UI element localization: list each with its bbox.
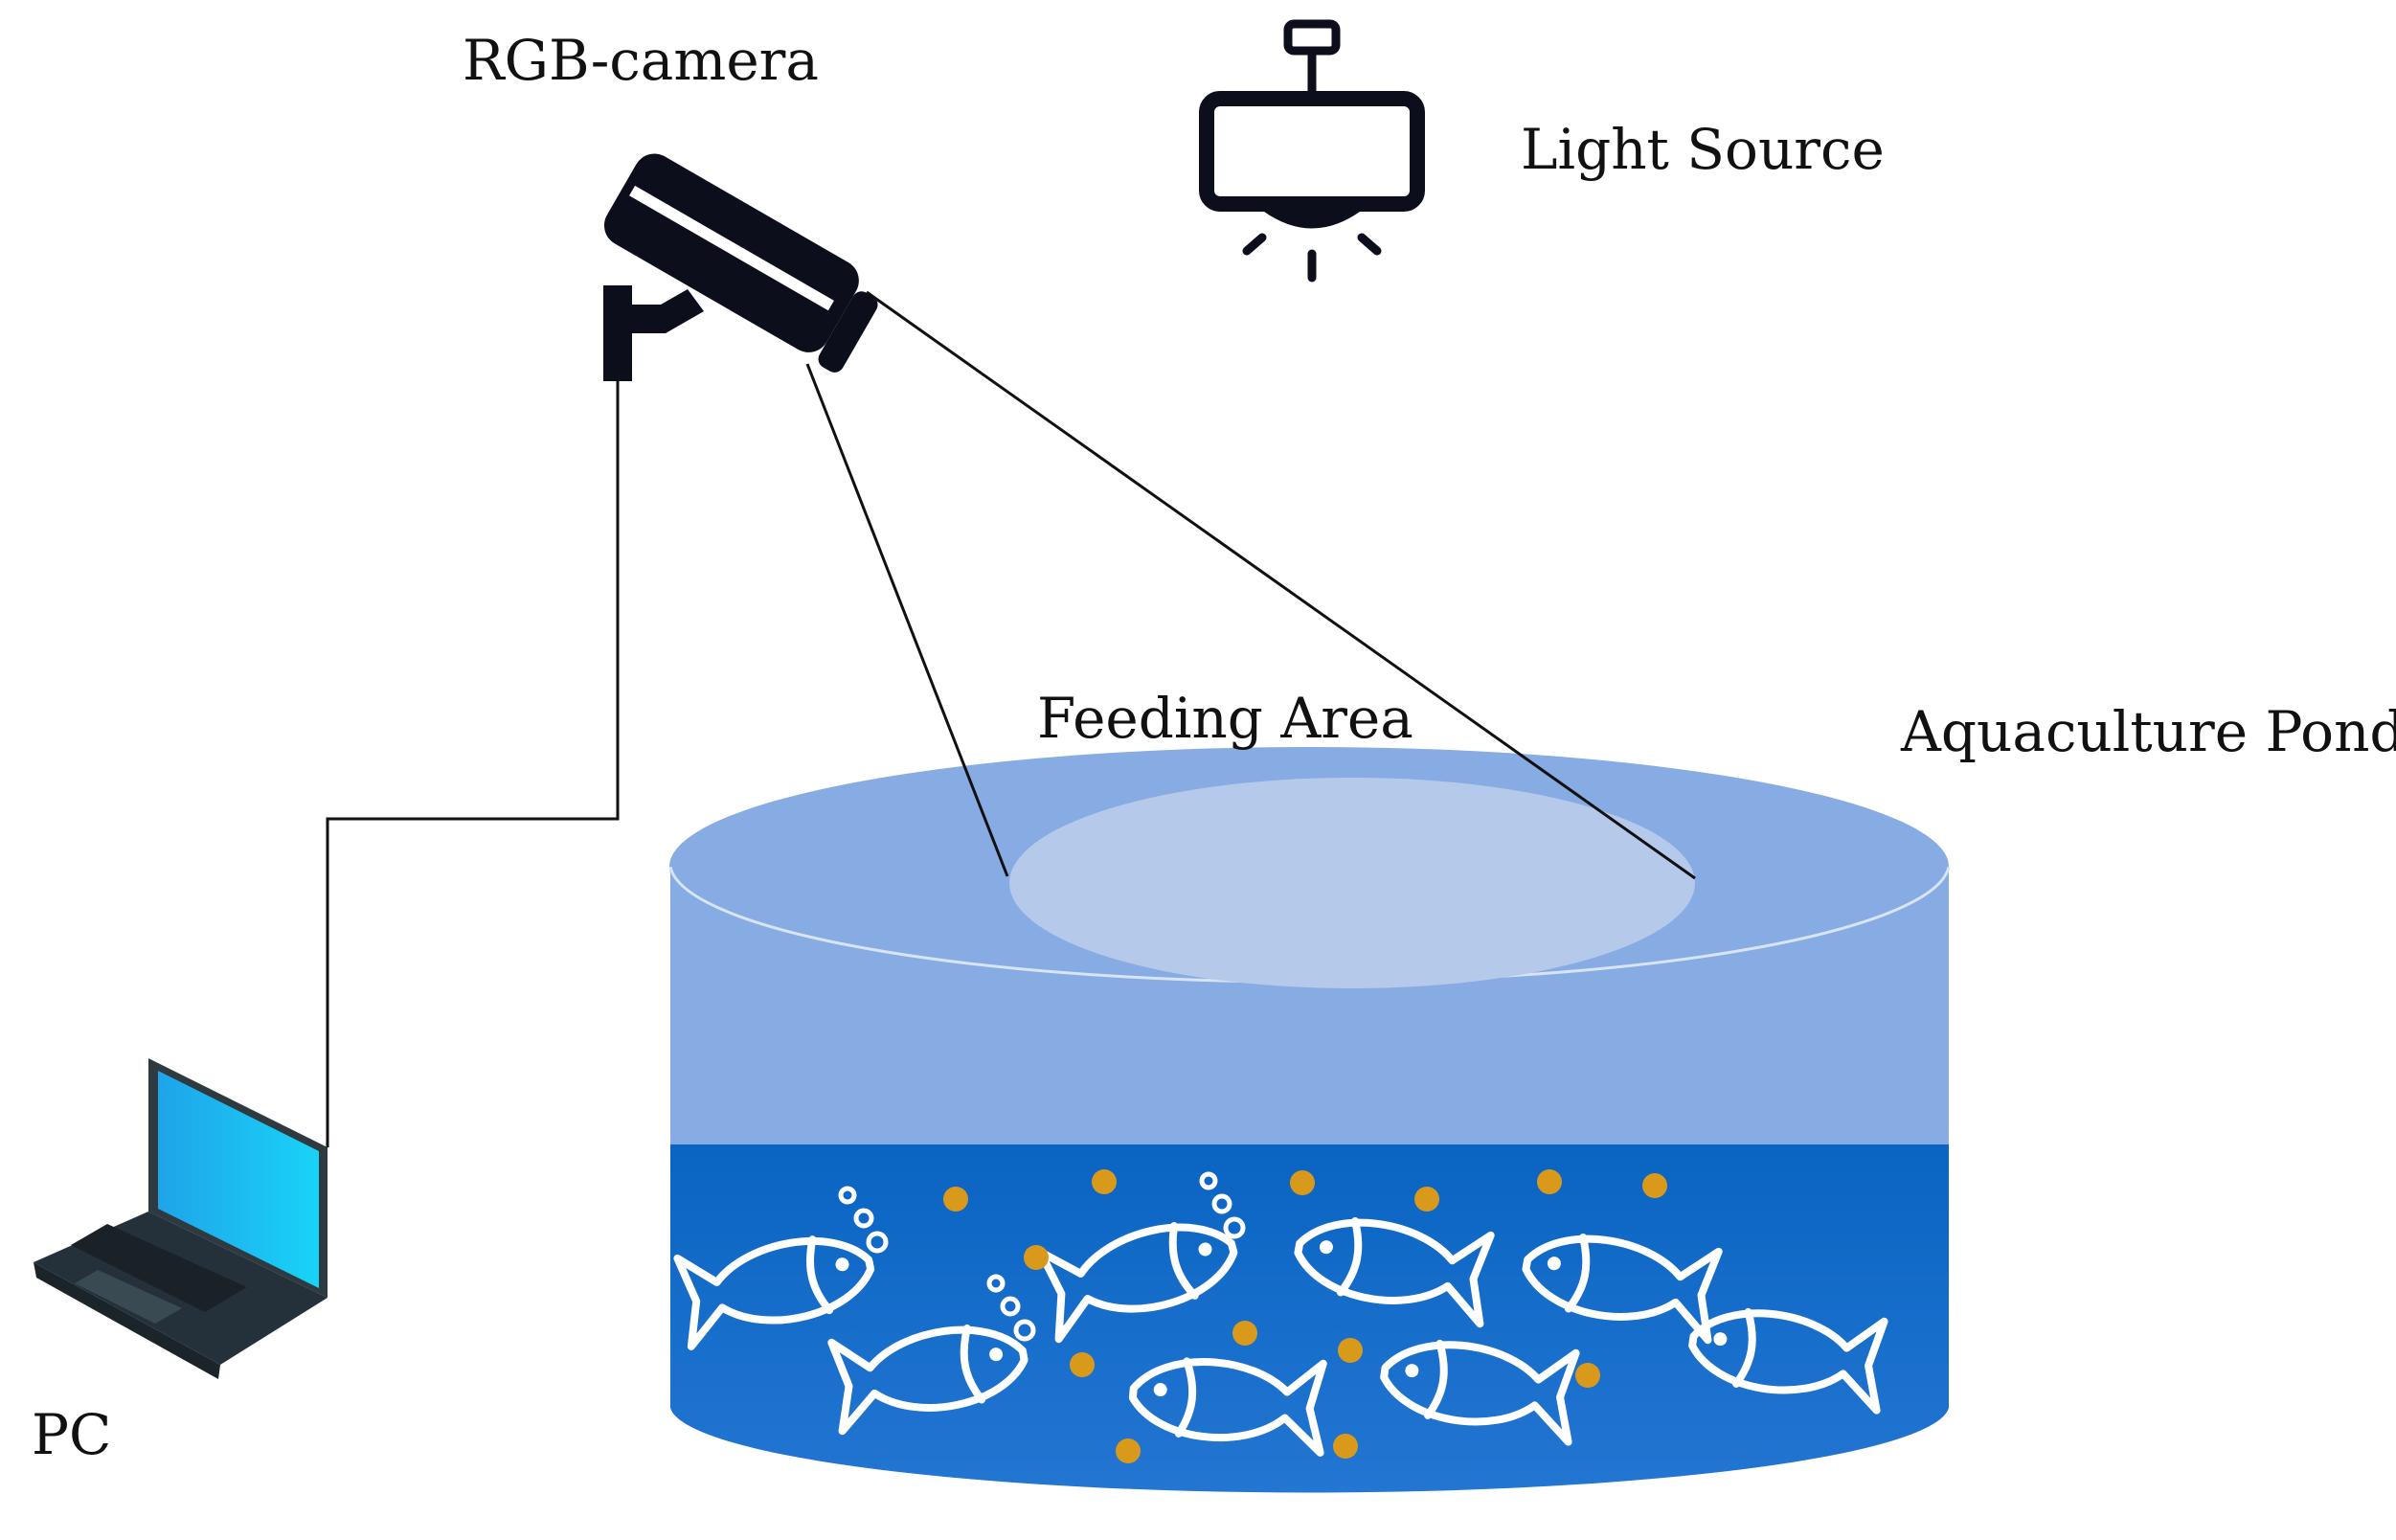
camera-view-line-left [805,363,1009,877]
bubble-icon [1013,1319,1036,1342]
feed-pellet-icon [1232,1321,1257,1346]
camera-label: RGB-camera [463,28,819,93]
security-camera-icon [603,153,878,381]
bubble-icon [1000,1296,1021,1317]
feed-pellet-icon [1024,1245,1049,1270]
ceiling-lamp-icon [1199,19,1425,283]
pond-water [670,1144,1949,1493]
feed-pellet-icon [1338,1338,1363,1363]
feed-pellet-icon [1070,1352,1095,1377]
feed-pellet-icon [1290,1170,1315,1195]
feed-pellet-icon [1414,1187,1439,1212]
laptop-icon [34,1058,328,1379]
feeding-area [1009,778,1695,988]
light-source-label: Light Source [1521,117,1885,182]
bubble-icon [1199,1171,1218,1190]
bubbles [838,1171,1246,1342]
feed-pellet-icon [1116,1438,1141,1463]
feeding-area-label: Feeding Area [1037,686,1413,751]
bubble-icon [866,1231,889,1254]
feed-pellet-icon [1092,1169,1117,1194]
feed-pellet-icon [1575,1363,1600,1388]
aquaculture-pond [668,747,1951,1493]
bubble-icon [986,1274,1006,1293]
bubble-icon [1211,1193,1232,1214]
pond-label: Aquaculture Pond [1900,699,2396,764]
bubble-icon [853,1208,874,1229]
bubble-icon [1223,1216,1246,1239]
feed-pellet-icon [1537,1169,1562,1194]
pc-label: PC [32,1402,111,1467]
camera-view-line-right [866,290,1696,880]
feed-pellets [943,1169,1667,1463]
camera-pc-cable [326,378,620,1147]
feed-pellet-icon [1333,1434,1358,1459]
bubble-icon [838,1186,857,1205]
feed-pellet-icon [943,1187,968,1212]
feed-pellet-icon [1642,1173,1667,1198]
